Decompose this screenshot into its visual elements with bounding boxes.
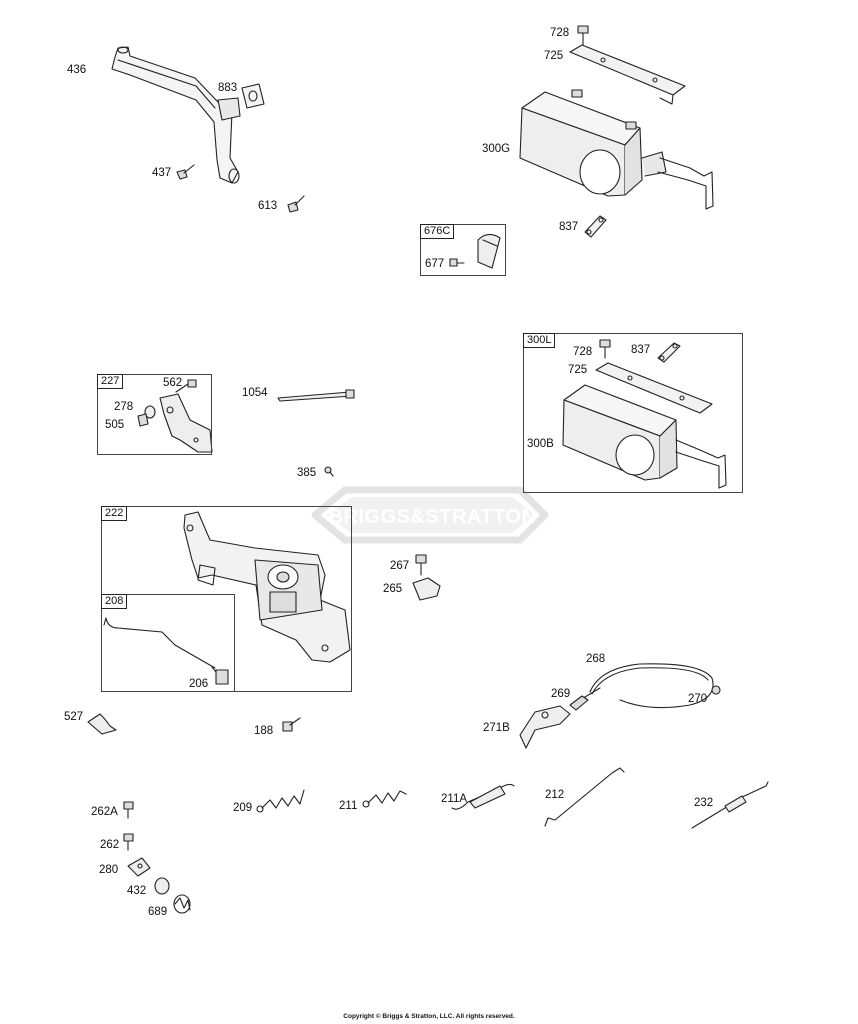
part-label: 300G (482, 143, 511, 155)
part-label: 262A (91, 806, 118, 818)
part-208-link-rod (103, 617, 216, 669)
part-label: 211A (441, 793, 468, 805)
box-label-208: 208 (101, 594, 128, 609)
frame-300l (523, 333, 743, 493)
part-206-screw (211, 666, 229, 685)
part-211a-spring (451, 783, 515, 810)
part-280-bracket (127, 857, 151, 877)
part-label: 385 (297, 467, 317, 479)
part-837-clip (584, 215, 607, 238)
part-label: 837 (559, 221, 579, 233)
part-527-clip (87, 713, 117, 735)
copyright-notice: Copyright © Briggs & Stratton, LLC. All … (343, 1013, 515, 1020)
part-725-bracket-300l (595, 362, 713, 414)
part-562-screw (175, 379, 197, 393)
part-385-screw (324, 466, 334, 477)
part-269-fitting (569, 695, 589, 711)
part-188-bolt (282, 717, 301, 732)
frame-227 (97, 374, 212, 455)
part-label: 689 (148, 906, 168, 918)
part-label: 725 (544, 50, 564, 62)
part-label: 280 (99, 864, 119, 876)
part-271b-bracket (519, 705, 571, 749)
part-label: 300B (527, 438, 554, 450)
part-837-clip-300l (657, 342, 681, 363)
part-label: 265 (383, 583, 403, 595)
part-209-spring (256, 789, 305, 813)
part-677-screw (449, 258, 465, 267)
part-label: 209 (233, 802, 253, 814)
part-label: 268 (586, 653, 606, 665)
part-676c-guard (477, 233, 501, 269)
part-278-washer (144, 405, 156, 419)
part-437-bolt (176, 164, 195, 180)
part-222-control-bracket (183, 511, 351, 663)
part-label: 269 (551, 688, 571, 700)
part-label: 270 (688, 693, 708, 705)
part-300b-muffler (562, 384, 727, 489)
watermark-logo (311, 486, 549, 544)
part-232-spring (691, 781, 769, 829)
part-432-bushing (154, 877, 170, 895)
part-267-bolt (415, 554, 427, 576)
part-436-exhaust-pipe (111, 46, 241, 184)
part-label: 562 (163, 377, 183, 389)
box-label-676c: 676C (420, 224, 455, 239)
part-label: 436 (67, 64, 87, 76)
part-label: 206 (189, 678, 209, 690)
box-label-300l: 300L (523, 333, 556, 348)
part-label: 527 (64, 711, 84, 723)
part-689-spring (173, 894, 191, 914)
part-211-spring (362, 790, 407, 808)
watermark-text: BRIGGS&STRATTON (328, 506, 537, 528)
part-label: 271B (483, 722, 510, 734)
part-212-rod (544, 767, 625, 827)
part-label: 505 (105, 419, 125, 431)
part-label: 232 (694, 797, 714, 809)
part-label: 677 (425, 258, 445, 270)
part-300g-muffler (519, 89, 714, 210)
part-label: 432 (127, 885, 147, 897)
part-728-bolt (577, 25, 589, 46)
part-label: 728 (550, 27, 570, 39)
frame-208 (101, 594, 235, 692)
box-label-222: 222 (101, 506, 128, 521)
part-1054-cable-tie (277, 389, 355, 402)
part-label: 883 (218, 82, 238, 94)
part-505-nut (137, 413, 149, 427)
part-label: 728 (573, 346, 593, 358)
frame-676c (420, 224, 506, 276)
part-725-bracket (569, 44, 686, 105)
part-label: 267 (390, 560, 410, 572)
part-883-gasket (241, 83, 265, 109)
part-270-nut (711, 685, 721, 695)
part-label: 437 (152, 167, 172, 179)
part-227-bracket (159, 393, 213, 453)
part-label: 725 (568, 364, 588, 376)
part-613-bolt (287, 195, 305, 213)
part-label: 211 (339, 800, 358, 812)
part-label: 212 (545, 789, 565, 801)
part-label: 278 (114, 401, 134, 413)
part-728-bolt-300l (599, 339, 611, 359)
box-label-227: 227 (97, 374, 124, 389)
part-label: 613 (258, 200, 278, 212)
part-label: 1054 (242, 387, 268, 399)
part-262a-bolt (123, 801, 134, 819)
part-label: 188 (254, 725, 274, 737)
part-label: 262 (100, 839, 120, 851)
part-label: 837 (631, 344, 651, 356)
part-262-bolt (123, 833, 134, 851)
part-265-clamp (412, 577, 441, 601)
